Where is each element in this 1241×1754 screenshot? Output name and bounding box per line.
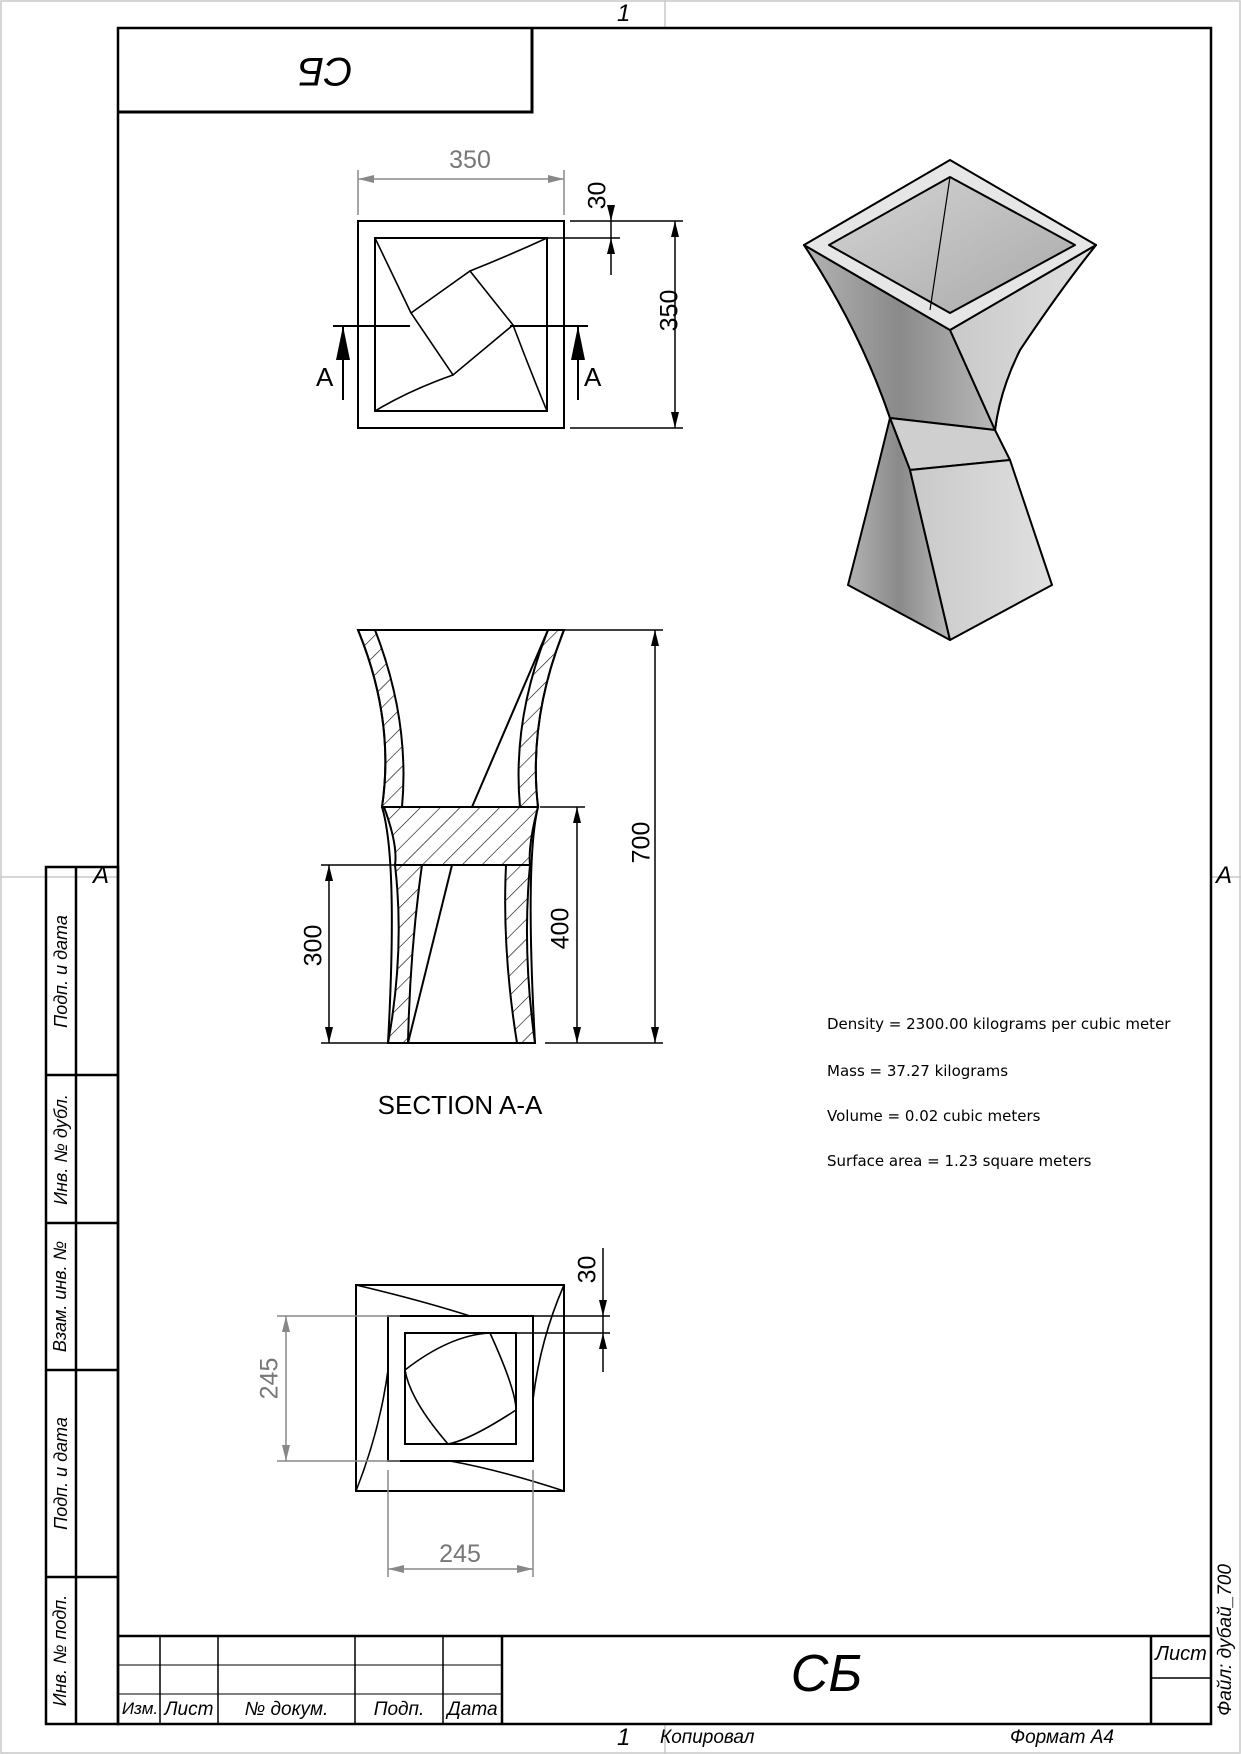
section-label-left: A	[316, 362, 334, 392]
title-col-date: Дата	[447, 1699, 498, 1720]
title-col-sheet: Лист	[164, 1699, 214, 1720]
zone-label-top: 1	[617, 0, 631, 27]
bottom-dim-wall: 30	[573, 1255, 602, 1283]
property-volume: Volume = 0.02 cubic meters	[827, 1107, 1041, 1125]
section-title: SECTION A-A	[377, 1090, 543, 1120]
copied-label: Копировал	[660, 1727, 755, 1748]
title-col-sign: Подп.	[373, 1699, 425, 1720]
bottom-dim-height: 245	[255, 1357, 284, 1399]
title-sheet-label: Лист	[1155, 1643, 1207, 1665]
property-surface-area: Surface area = 1.23 square meters	[827, 1152, 1092, 1170]
zone-label-right: A	[1216, 862, 1233, 889]
title-designation: СБ	[790, 1645, 863, 1703]
format-label: Формат А4	[1010, 1727, 1114, 1748]
section-label-right: A	[584, 362, 602, 392]
section-arrow-left	[336, 326, 350, 360]
property-density: Density = 2300.00 kilograms per cubic me…	[827, 1015, 1171, 1033]
bottom-dim-width: 245	[439, 1540, 481, 1568]
top-dim-width: 350	[449, 146, 491, 174]
zone-label-left: A	[93, 862, 110, 889]
section-arrow-right	[571, 326, 585, 360]
title-col-change: Изм.	[121, 1699, 159, 1718]
zone-label-bottom: 1	[617, 1724, 631, 1751]
title-col-docnum: № докум.	[244, 1699, 329, 1720]
property-mass: Mass = 37.27 kilograms	[827, 1062, 1009, 1080]
